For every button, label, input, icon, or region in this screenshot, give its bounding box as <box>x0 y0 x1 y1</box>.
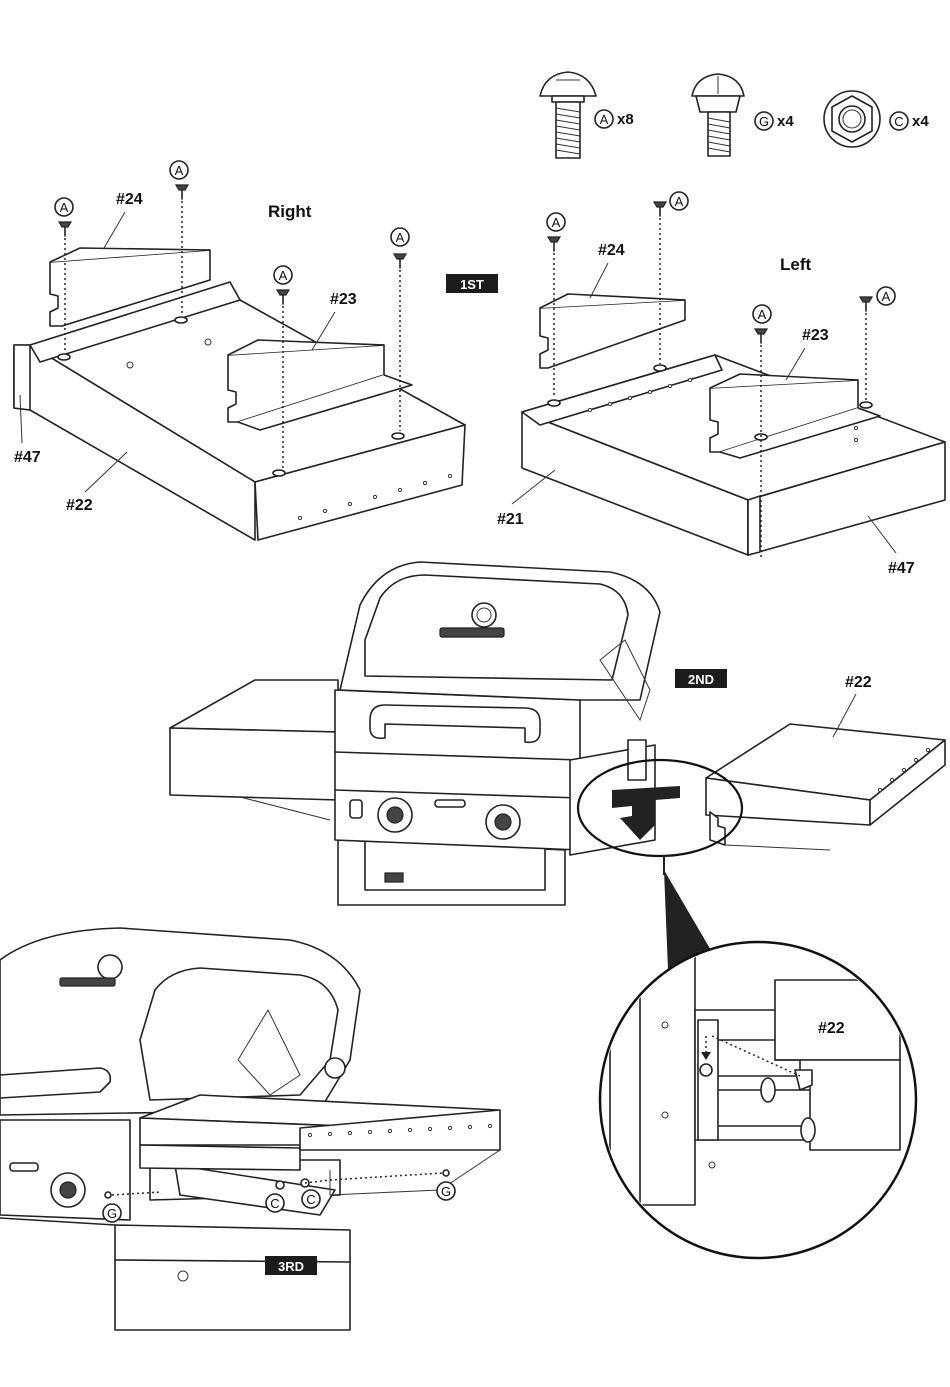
hardware-a-qty: x8 <box>617 111 634 128</box>
side-label-right: Right <box>268 202 312 221</box>
nut-icon <box>824 91 880 147</box>
part-label-24: #24 <box>598 242 625 259</box>
screw-icon <box>692 74 744 156</box>
step1-left-shelf: A A A A #24 #23 #21 #47 Left <box>497 192 945 577</box>
callout-g: G <box>441 1184 451 1199</box>
part-label-47: #47 <box>888 560 915 577</box>
zoom-detail: #22 <box>600 855 916 1258</box>
callout-a: A <box>396 230 405 245</box>
step2-grill: #22 <box>170 562 945 905</box>
callout-a: A <box>175 163 184 178</box>
step3-grill: G C C G <box>0 928 500 1330</box>
part-label-22: #22 <box>845 674 872 691</box>
callout-a: A <box>552 215 561 230</box>
part-label-23: #23 <box>330 291 357 308</box>
hardware-a-letter: A <box>600 112 609 127</box>
step-badge-1st-label: 1ST <box>460 277 484 292</box>
hardware-g-qty: x4 <box>777 113 794 130</box>
step-badge-3rd-label: 3RD <box>278 1259 304 1274</box>
side-label-left: Left <box>780 255 812 274</box>
callout-a: A <box>758 307 767 322</box>
part-label-23: #23 <box>802 327 829 344</box>
part-label-21: #21 <box>497 511 524 528</box>
part-label-47: #47 <box>14 449 41 466</box>
part-label-22-detail: #22 <box>818 1020 845 1037</box>
step1-right-shelf: A A A A #24 #23 #22 #47 Right <box>14 161 465 540</box>
hardware-c-qty: x4 <box>912 113 929 130</box>
callout-a: A <box>60 200 69 215</box>
callout-a: A <box>882 289 891 304</box>
callout-a: A <box>675 194 684 209</box>
hardware-c-letter: C <box>894 114 903 129</box>
part-label-22: #22 <box>66 497 93 514</box>
callout-c: C <box>306 1192 315 1207</box>
part-label-24: #24 <box>116 191 143 208</box>
bolt-icon <box>540 72 596 158</box>
hardware-legend: A x8 G x4 C x4 <box>540 72 929 158</box>
hardware-g-letter: G <box>759 114 769 129</box>
callout-a: A <box>279 268 288 283</box>
callout-g: G <box>107 1206 117 1221</box>
step-badge-2nd-label: 2ND <box>688 672 714 687</box>
callout-c: C <box>270 1196 279 1211</box>
